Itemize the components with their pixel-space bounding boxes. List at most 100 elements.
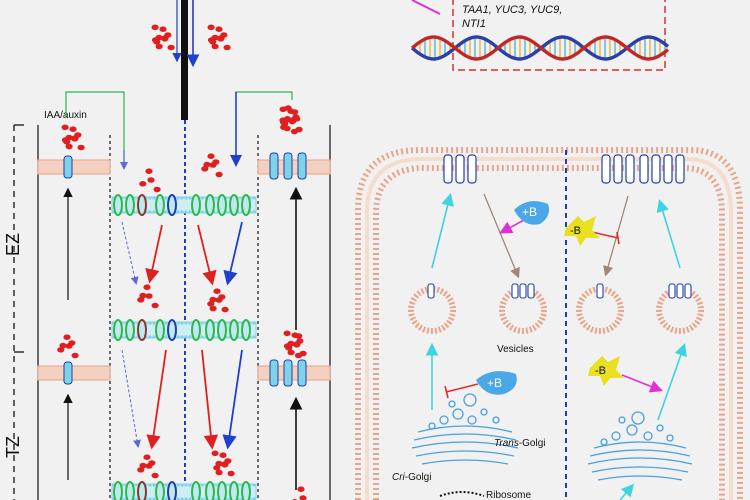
transporter <box>167 319 177 341</box>
right-cell: Vesicles Trans-Golgi Cri-Golgi Ribosome <box>355 147 743 500</box>
auxin-dot <box>145 293 153 299</box>
left-panel: EZ TZ IAA/auxin <box>3 0 331 500</box>
auxin-dot <box>153 186 161 193</box>
cell-membrane-outer <box>355 147 743 500</box>
auxin-dot <box>61 124 69 131</box>
auxin-dot <box>201 166 209 172</box>
transporter <box>229 481 239 500</box>
auxin-dot <box>65 143 73 150</box>
auxin-dot <box>59 342 67 349</box>
auxin-dot <box>218 294 226 300</box>
transporter <box>125 194 135 216</box>
auxin-dot <box>63 334 71 341</box>
cis-golgi-label: Cri-Golgi <box>392 472 431 483</box>
transporter <box>217 194 227 216</box>
gene-expression-box: TAA1, YUC3, YUC9, NTI1 <box>410 0 670 71</box>
tz-label: TZ <box>3 436 23 458</box>
auxin-dot <box>155 43 163 50</box>
auxin-dot <box>139 462 147 469</box>
auxin-dot <box>295 333 303 339</box>
auxin-dot <box>291 109 299 115</box>
boron-transporter <box>455 154 465 184</box>
transporter <box>229 194 239 216</box>
svg-text:-B: -B <box>595 365 606 377</box>
transporter <box>217 481 227 500</box>
transporter <box>205 194 215 216</box>
auxin-dot <box>297 486 305 493</box>
auxin-dot <box>290 128 299 135</box>
boron-transporter <box>601 154 611 184</box>
gene-box <box>452 0 666 71</box>
golgi-left <box>411 393 519 465</box>
transporter <box>241 319 251 341</box>
auxin-dot <box>283 343 292 349</box>
auxin-dot <box>147 177 155 183</box>
transporter <box>125 319 135 341</box>
golgi-right <box>587 411 693 481</box>
boron-transporter <box>625 154 635 184</box>
transporter <box>125 481 135 500</box>
transport-arrows <box>63 186 303 490</box>
transporter <box>137 481 147 500</box>
boron-transporter <box>675 154 685 184</box>
auxin-dot <box>68 340 76 346</box>
ribosome-icon <box>439 491 485 497</box>
auxin-flow-left <box>65 91 125 165</box>
boron-transporter <box>613 154 623 184</box>
inhibition-marks <box>444 231 620 399</box>
zone-bracket <box>13 124 24 500</box>
transporter <box>155 481 165 500</box>
boron-transporter <box>651 154 661 184</box>
transporter <box>113 194 123 216</box>
auxin-dot <box>151 472 159 479</box>
transporter <box>155 319 165 341</box>
transporter <box>167 481 177 500</box>
ez-label: EZ <box>3 233 23 256</box>
auxin-dot <box>223 44 231 51</box>
svg-text:-B: -B <box>570 225 581 237</box>
auxin-dot <box>61 137 70 143</box>
auxin-dot <box>215 460 223 467</box>
boron-minus-badge-mid: -B <box>588 356 624 386</box>
auxin-dot <box>215 469 223 476</box>
auxin-dot <box>213 465 221 471</box>
boron-transporter <box>639 154 649 184</box>
central-stem <box>181 0 188 120</box>
auxin-dot <box>212 159 220 165</box>
auxin-dot <box>203 161 211 168</box>
auxin-dot <box>284 105 292 111</box>
auxin-dot <box>161 36 169 42</box>
auxin-dot <box>215 26 223 32</box>
auxin-clusters <box>57 24 307 500</box>
ribosome-label: Ribosome <box>486 490 531 500</box>
auxin-dot <box>207 24 215 31</box>
boron-transporter <box>467 154 477 184</box>
auxin-dot <box>221 462 229 468</box>
transporter <box>191 319 201 341</box>
gene-list-line2: NTI1 <box>462 18 486 30</box>
auxin-dot <box>221 306 229 313</box>
transporter <box>191 194 201 216</box>
auxin-dot <box>143 284 151 291</box>
auxin-dot <box>217 36 225 42</box>
auxin-dot <box>159 26 167 32</box>
transporter <box>241 481 251 500</box>
auxin-dot <box>167 44 175 51</box>
auxin-dot <box>145 168 153 174</box>
auxin-dot <box>227 470 235 477</box>
boron-effect-arrows <box>499 219 663 393</box>
transporter <box>205 481 215 500</box>
auxin-dot <box>283 330 291 337</box>
auxin-dot <box>57 347 65 353</box>
boron-plus-badge-mid: +B <box>476 371 517 395</box>
auxin-dot <box>139 181 147 187</box>
auxin-dot <box>215 171 223 178</box>
trafficking-arrows <box>425 192 687 500</box>
transporter <box>137 319 147 341</box>
auxin-dot <box>69 126 77 132</box>
auxin-dot <box>294 352 303 359</box>
auxin-dot <box>137 297 145 303</box>
boron-transporter <box>663 154 673 184</box>
auxin-dot <box>71 136 79 142</box>
